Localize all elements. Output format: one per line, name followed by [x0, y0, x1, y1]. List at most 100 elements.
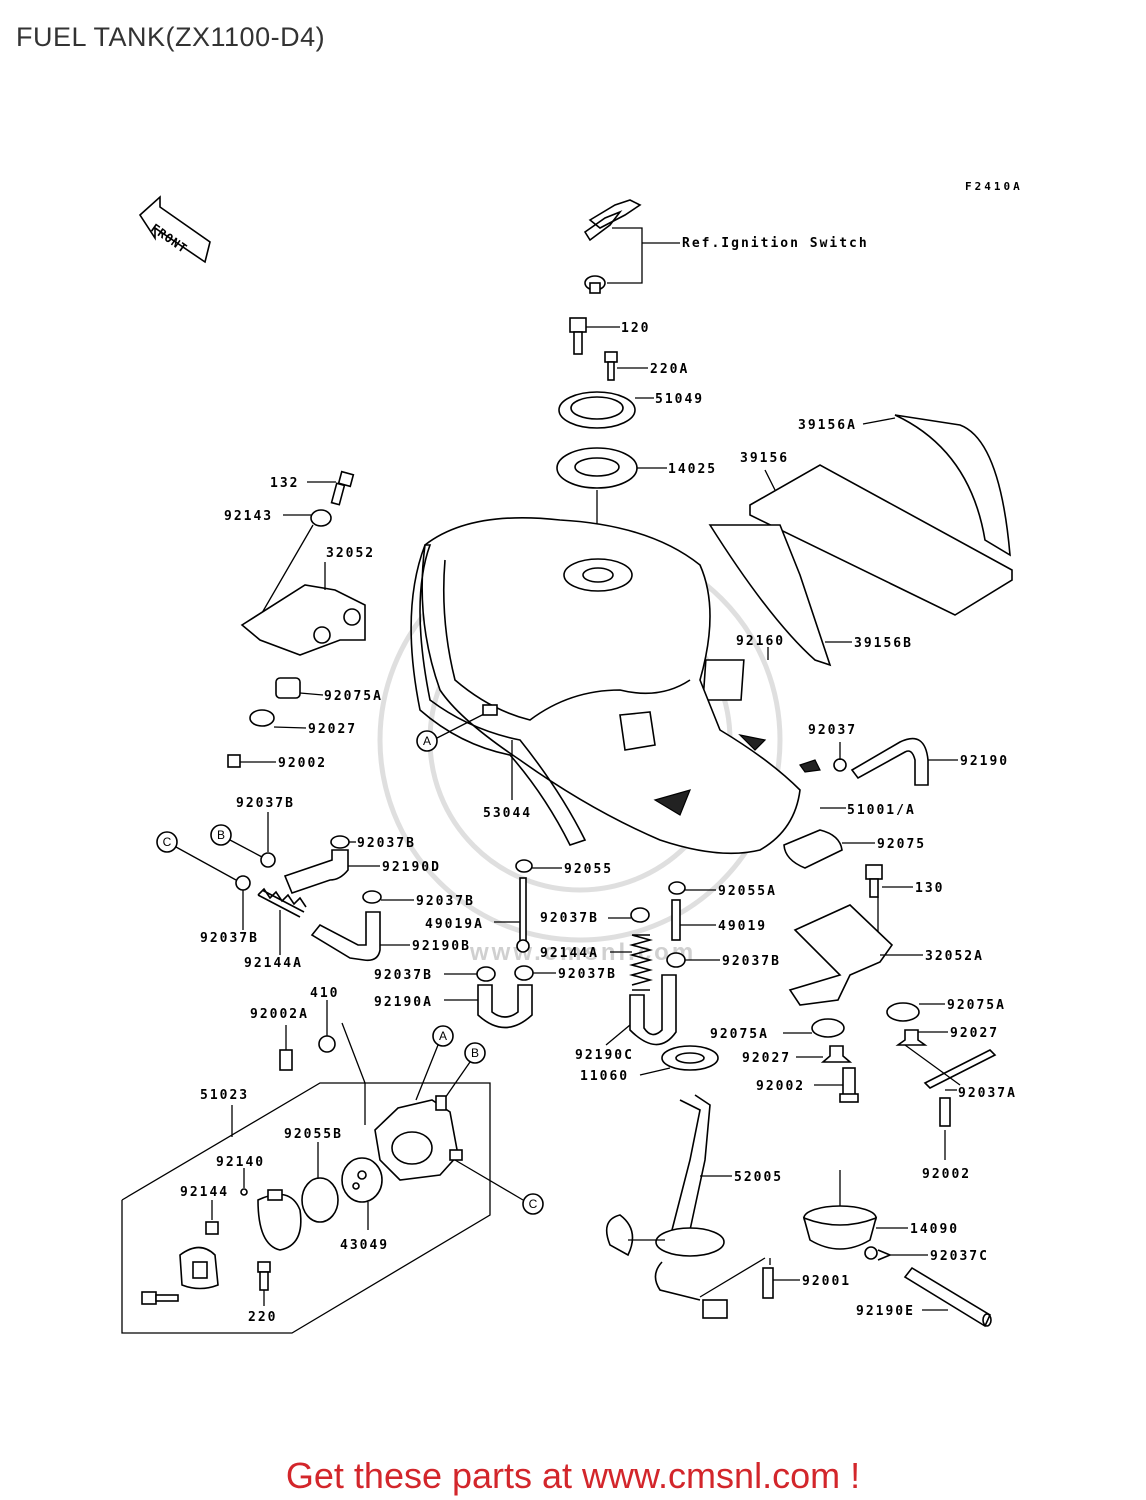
label-14025: 14025 [668, 462, 717, 477]
collar-92143-icon [254, 509, 332, 626]
damper-92075a-1-icon [275, 677, 324, 699]
label-92190a: 92190A [374, 995, 433, 1010]
callout-c-letter-1: C [163, 835, 172, 849]
label-32052a: 32052A [925, 949, 984, 964]
callout-c-letter-2: C [529, 1197, 538, 1211]
callout-b-tap: B [444, 1042, 486, 1099]
label-49019a: 49019A [425, 917, 484, 932]
o-ring-92055-icon [515, 859, 562, 873]
label-92001: 92001 [802, 1274, 851, 1289]
bolt-132-icon [307, 470, 355, 506]
screw-tap-icon [141, 1291, 179, 1305]
label-92037b-5: 92037B [722, 954, 781, 969]
label-49019: 49019 [718, 919, 767, 934]
hose-92190a-icon [444, 984, 533, 1029]
label-92190d: 92190D [382, 860, 441, 875]
label-92037c: 92037C [930, 1249, 989, 1264]
label-132: 132 [270, 476, 299, 491]
clamp-92037b-1-icon [260, 812, 276, 868]
bolt-130-icon [865, 864, 913, 950]
o-ring-92140-icon [240, 1168, 248, 1196]
ignition-key-icon [583, 199, 680, 294]
bolt-92002-3-icon [939, 1097, 951, 1160]
clamp-92037c-icon [864, 1246, 928, 1261]
bolt-120-icon [569, 317, 620, 355]
lever-plate-icon [257, 1189, 302, 1251]
callout-b-letter-1: B [217, 828, 225, 842]
label-32052: 32052 [326, 546, 375, 561]
label-92037b-6: 92037B [558, 967, 617, 982]
clamp-92037b-5-icon [666, 952, 720, 968]
callout-a-letter-1: A [423, 734, 431, 748]
pad-39156a-icon [862, 414, 1011, 557]
o-ring-92055a-icon [668, 881, 716, 895]
watermark-text: www.cmsnl.com [469, 939, 696, 966]
label-51049: 51049 [655, 392, 704, 407]
fuel-tank-icon [421, 516, 821, 855]
hose-92190-icon [833, 737, 958, 786]
label-51001a: 51001/A [847, 803, 916, 818]
label-92190: 92190 [960, 754, 1009, 769]
pipe-49019-icon [671, 899, 716, 941]
label-92075a-3: 92075A [710, 1027, 769, 1042]
label-92055: 92055 [564, 862, 613, 877]
label-92190b: 92190B [412, 939, 471, 954]
cap-ring-14025-icon [556, 447, 667, 560]
label-52005: 52005 [734, 1170, 783, 1185]
fuel-tap-51023-group [121, 1022, 491, 1334]
label-92037b-1: 92037B [236, 796, 295, 811]
label-92037b-7: 92037B [374, 968, 433, 983]
label-92002-2: 92002 [756, 1079, 805, 1094]
screw-220a-icon [604, 351, 648, 381]
fuel-tap-body-icon [374, 1095, 463, 1181]
label-39156b: 39156B [854, 636, 913, 651]
pad-39156b-icon [708, 524, 852, 667]
damper-92075a-2-icon [886, 1002, 945, 1022]
label-92140: 92140 [216, 1155, 265, 1170]
label-92144a-1: 92144A [244, 956, 303, 971]
screw-220-icon [257, 1261, 271, 1306]
front-arrow-icon: FRONT [138, 195, 211, 264]
clamp-92037b-7-icon [444, 966, 496, 982]
cover-14090-icon [802, 1170, 908, 1250]
label-ref-ignition: Ref.Ignition Switch [682, 236, 869, 251]
label-plate-92160-icon [702, 647, 769, 701]
bolt-92002-2-icon [814, 1067, 859, 1103]
label-92037a: 92037A [958, 1086, 1017, 1101]
label-92002-3: 92002 [922, 1167, 971, 1182]
o-ring-92055b-icon [301, 1142, 339, 1223]
label-92037: 92037 [808, 723, 857, 738]
footer-link[interactable]: Get these parts at www.cmsnl.com ! [285, 1455, 861, 1496]
page-title: FUEL TANK(ZX1100-D4) [16, 22, 326, 52]
clamp-92037b-4-icon [608, 907, 650, 923]
spring-92144-icon [205, 1200, 219, 1235]
gasket-11060-icon [639, 1045, 719, 1076]
bracket-32052a-icon [788, 904, 923, 1006]
label-43049: 43049 [340, 1238, 389, 1253]
hose-92190b-icon [310, 911, 410, 962]
damper-92075-icon [783, 829, 875, 869]
bracket-32052-icon [240, 562, 366, 656]
callout-c-tap: C [454, 1159, 544, 1215]
label-92190c: 92190C [575, 1048, 634, 1063]
callout-a-tap: A [415, 1025, 454, 1101]
label-53044: 53044 [483, 806, 532, 821]
pipe-49019a-icon [494, 877, 530, 953]
label-92037b-3: 92037B [416, 894, 475, 909]
label-92075: 92075 [877, 837, 926, 852]
label-130: 130 [915, 881, 944, 896]
label-92037b-4: 92037B [540, 911, 599, 926]
label-92027-3: 92027 [742, 1051, 791, 1066]
tap-knob-icon [179, 1246, 219, 1290]
clamp-92037b-8-icon [235, 875, 251, 930]
bolt-92002-1-icon [227, 754, 276, 768]
label-51023: 51023 [200, 1088, 249, 1103]
label-92002a: 92002A [250, 1007, 309, 1022]
washer-410-icon [318, 1000, 336, 1053]
label-92055b: 92055B [284, 1127, 343, 1142]
spring-92144a-2-icon [610, 934, 653, 991]
strap-92037a-icon [904, 1044, 997, 1091]
hose-92190e-icon [903, 1266, 992, 1328]
diaphragm-43049-icon [341, 1157, 383, 1230]
